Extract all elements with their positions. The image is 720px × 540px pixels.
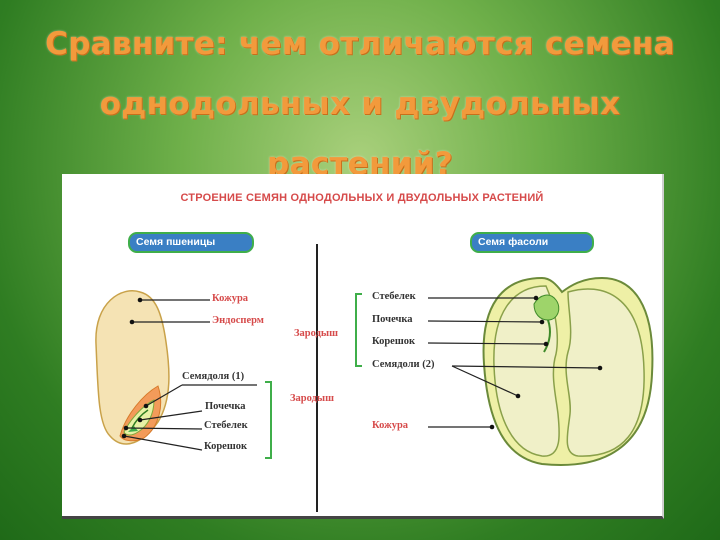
bean-pochechka-label: Почечка — [372, 314, 413, 325]
bean-cotyledon-right — [565, 288, 645, 457]
wheat-leader-dots — [121, 297, 149, 439]
wheat-bud-shape — [131, 409, 149, 429]
bean-zarodysh-label: Зародыш — [294, 328, 338, 339]
wheat-kozhura-label: Кожура — [212, 293, 249, 304]
bean-leader-dots — [489, 295, 603, 430]
seed-structure-figure: СТРОЕНИЕ СЕМЯН ОДНОДОЛЬНЫХ И ДВУДОЛЬНЫХ … — [62, 174, 664, 519]
wheat-stebelek-label: Стебелек — [204, 420, 248, 431]
bean-seed-badge: Семя фасоли — [470, 232, 594, 253]
bean-plumule — [533, 294, 560, 321]
bean-kozhura-label: Кожура — [372, 420, 409, 431]
bean-leaders — [427, 297, 601, 428]
bean-koreshok-label: Корешок — [372, 336, 416, 347]
bean-zarodysh-bracket — [355, 293, 362, 367]
wheat-zarodysh-label: Зародыш — [290, 393, 334, 404]
seed-diagram — [95, 244, 654, 512]
slide-title: Сравните: чем отличаются семена однодоль… — [20, 14, 700, 194]
title-line-1: Сравните: чем отличаются семена — [45, 26, 675, 62]
bean-stebelek-label: Стебелек — [372, 291, 416, 302]
wheat-semyadolya-label: Семядоля (1) — [182, 371, 245, 382]
wheat-seed — [95, 290, 170, 445]
wheat-leaders — [123, 299, 257, 451]
wheat-pochechka-label: Почечка — [205, 401, 246, 412]
title-line-2: однодольных и двудольных — [99, 86, 621, 122]
wheat-seed-badge: Семя пшеницы — [128, 232, 254, 253]
bean-seed — [482, 276, 654, 466]
bean-cotyledon-left — [493, 285, 560, 457]
bean-hypocotyl — [543, 319, 552, 353]
bean-semyadoli-label: Семядоли (2) — [372, 359, 435, 370]
figure-title: СТРОЕНИЕ СЕМЯН ОДНОДОЛЬНЫХ И ДВУДОЛЬНЫХ … — [180, 192, 544, 204]
wheat-endosperm-label: Эндосперм — [212, 315, 264, 326]
wheat-koreshok-label: Корешок — [204, 441, 248, 452]
wheat-zarodysh-bracket — [265, 381, 272, 459]
wheat-radicle-shape — [128, 426, 138, 432]
